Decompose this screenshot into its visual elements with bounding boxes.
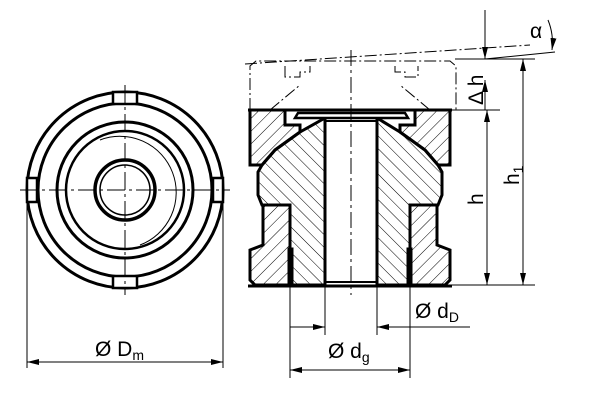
section-view (244, 10, 557, 378)
h-label: h (465, 193, 488, 205)
dimension-Dm-label: Ø Dm (95, 338, 144, 363)
delta-h-label: Δ h (465, 75, 488, 105)
dimension-dD-label: Ø dD (415, 300, 459, 325)
dimension-dg-label: Ø dg (328, 340, 370, 365)
front-view (20, 85, 230, 368)
alpha-label: α (530, 20, 542, 43)
h1-label: h1 (501, 165, 526, 185)
